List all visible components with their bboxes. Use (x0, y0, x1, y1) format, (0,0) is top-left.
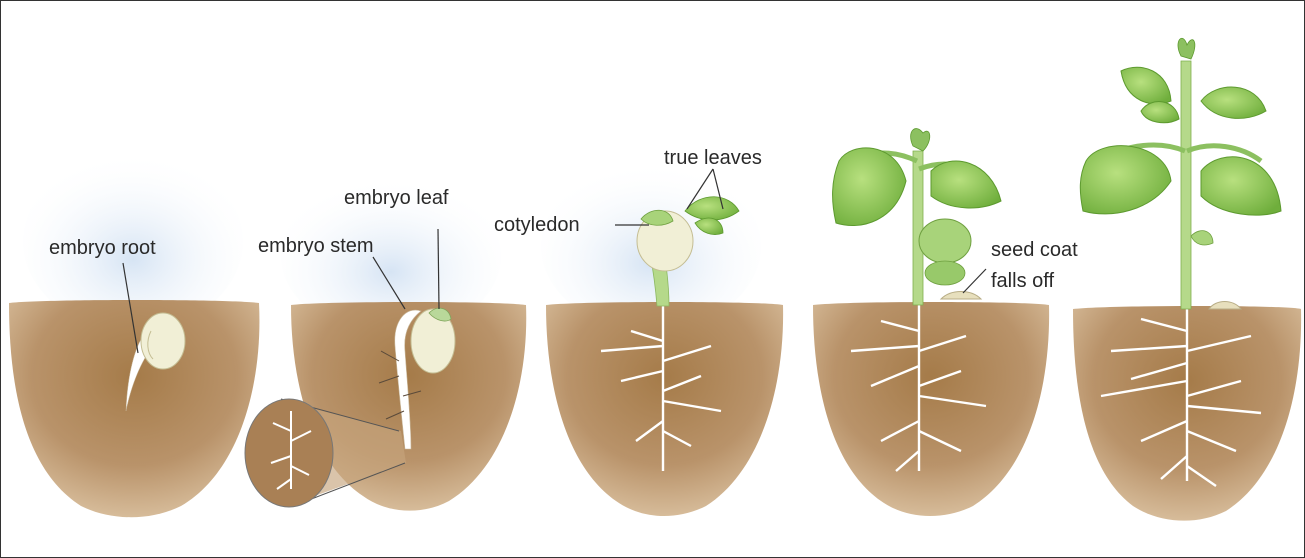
label-embryo-leaf: embryo leaf (344, 187, 449, 209)
soil-cup (813, 302, 1049, 516)
bud (911, 129, 930, 151)
leaf-top-left (1121, 67, 1171, 104)
leaf-top-right (1201, 87, 1266, 118)
stage-1 (9, 151, 259, 517)
stem (1181, 61, 1191, 309)
stage-4 (813, 129, 1049, 516)
leaf-right (931, 161, 1001, 208)
label-true-leaves: true leaves (664, 147, 762, 169)
leader-seed-coat (963, 269, 986, 293)
soil-cup (546, 302, 783, 516)
seed-coat-shape (1209, 302, 1241, 310)
bud (1178, 38, 1195, 59)
leaf-mid-left (1141, 102, 1179, 123)
magnified-root-circle (245, 399, 333, 507)
stage-2 (245, 176, 526, 511)
seed-coat-shape (941, 292, 981, 300)
leaf-right-large (1201, 157, 1281, 215)
label-seed-coat: seed coat (991, 239, 1078, 261)
stage-5 (1073, 38, 1301, 520)
label-cotyledon: cotyledon (494, 214, 580, 236)
label-falls-off: falls off (991, 270, 1054, 292)
leaf-left-large (1080, 146, 1171, 214)
small-leaf (1191, 231, 1213, 245)
cotyledon-lower (925, 261, 965, 285)
leaf-left (833, 148, 906, 226)
stem (913, 151, 923, 305)
cotyledon-shape (919, 219, 971, 263)
label-embryo-root: embryo root (49, 237, 156, 259)
label-embryo-stem: embryo stem (258, 235, 374, 257)
